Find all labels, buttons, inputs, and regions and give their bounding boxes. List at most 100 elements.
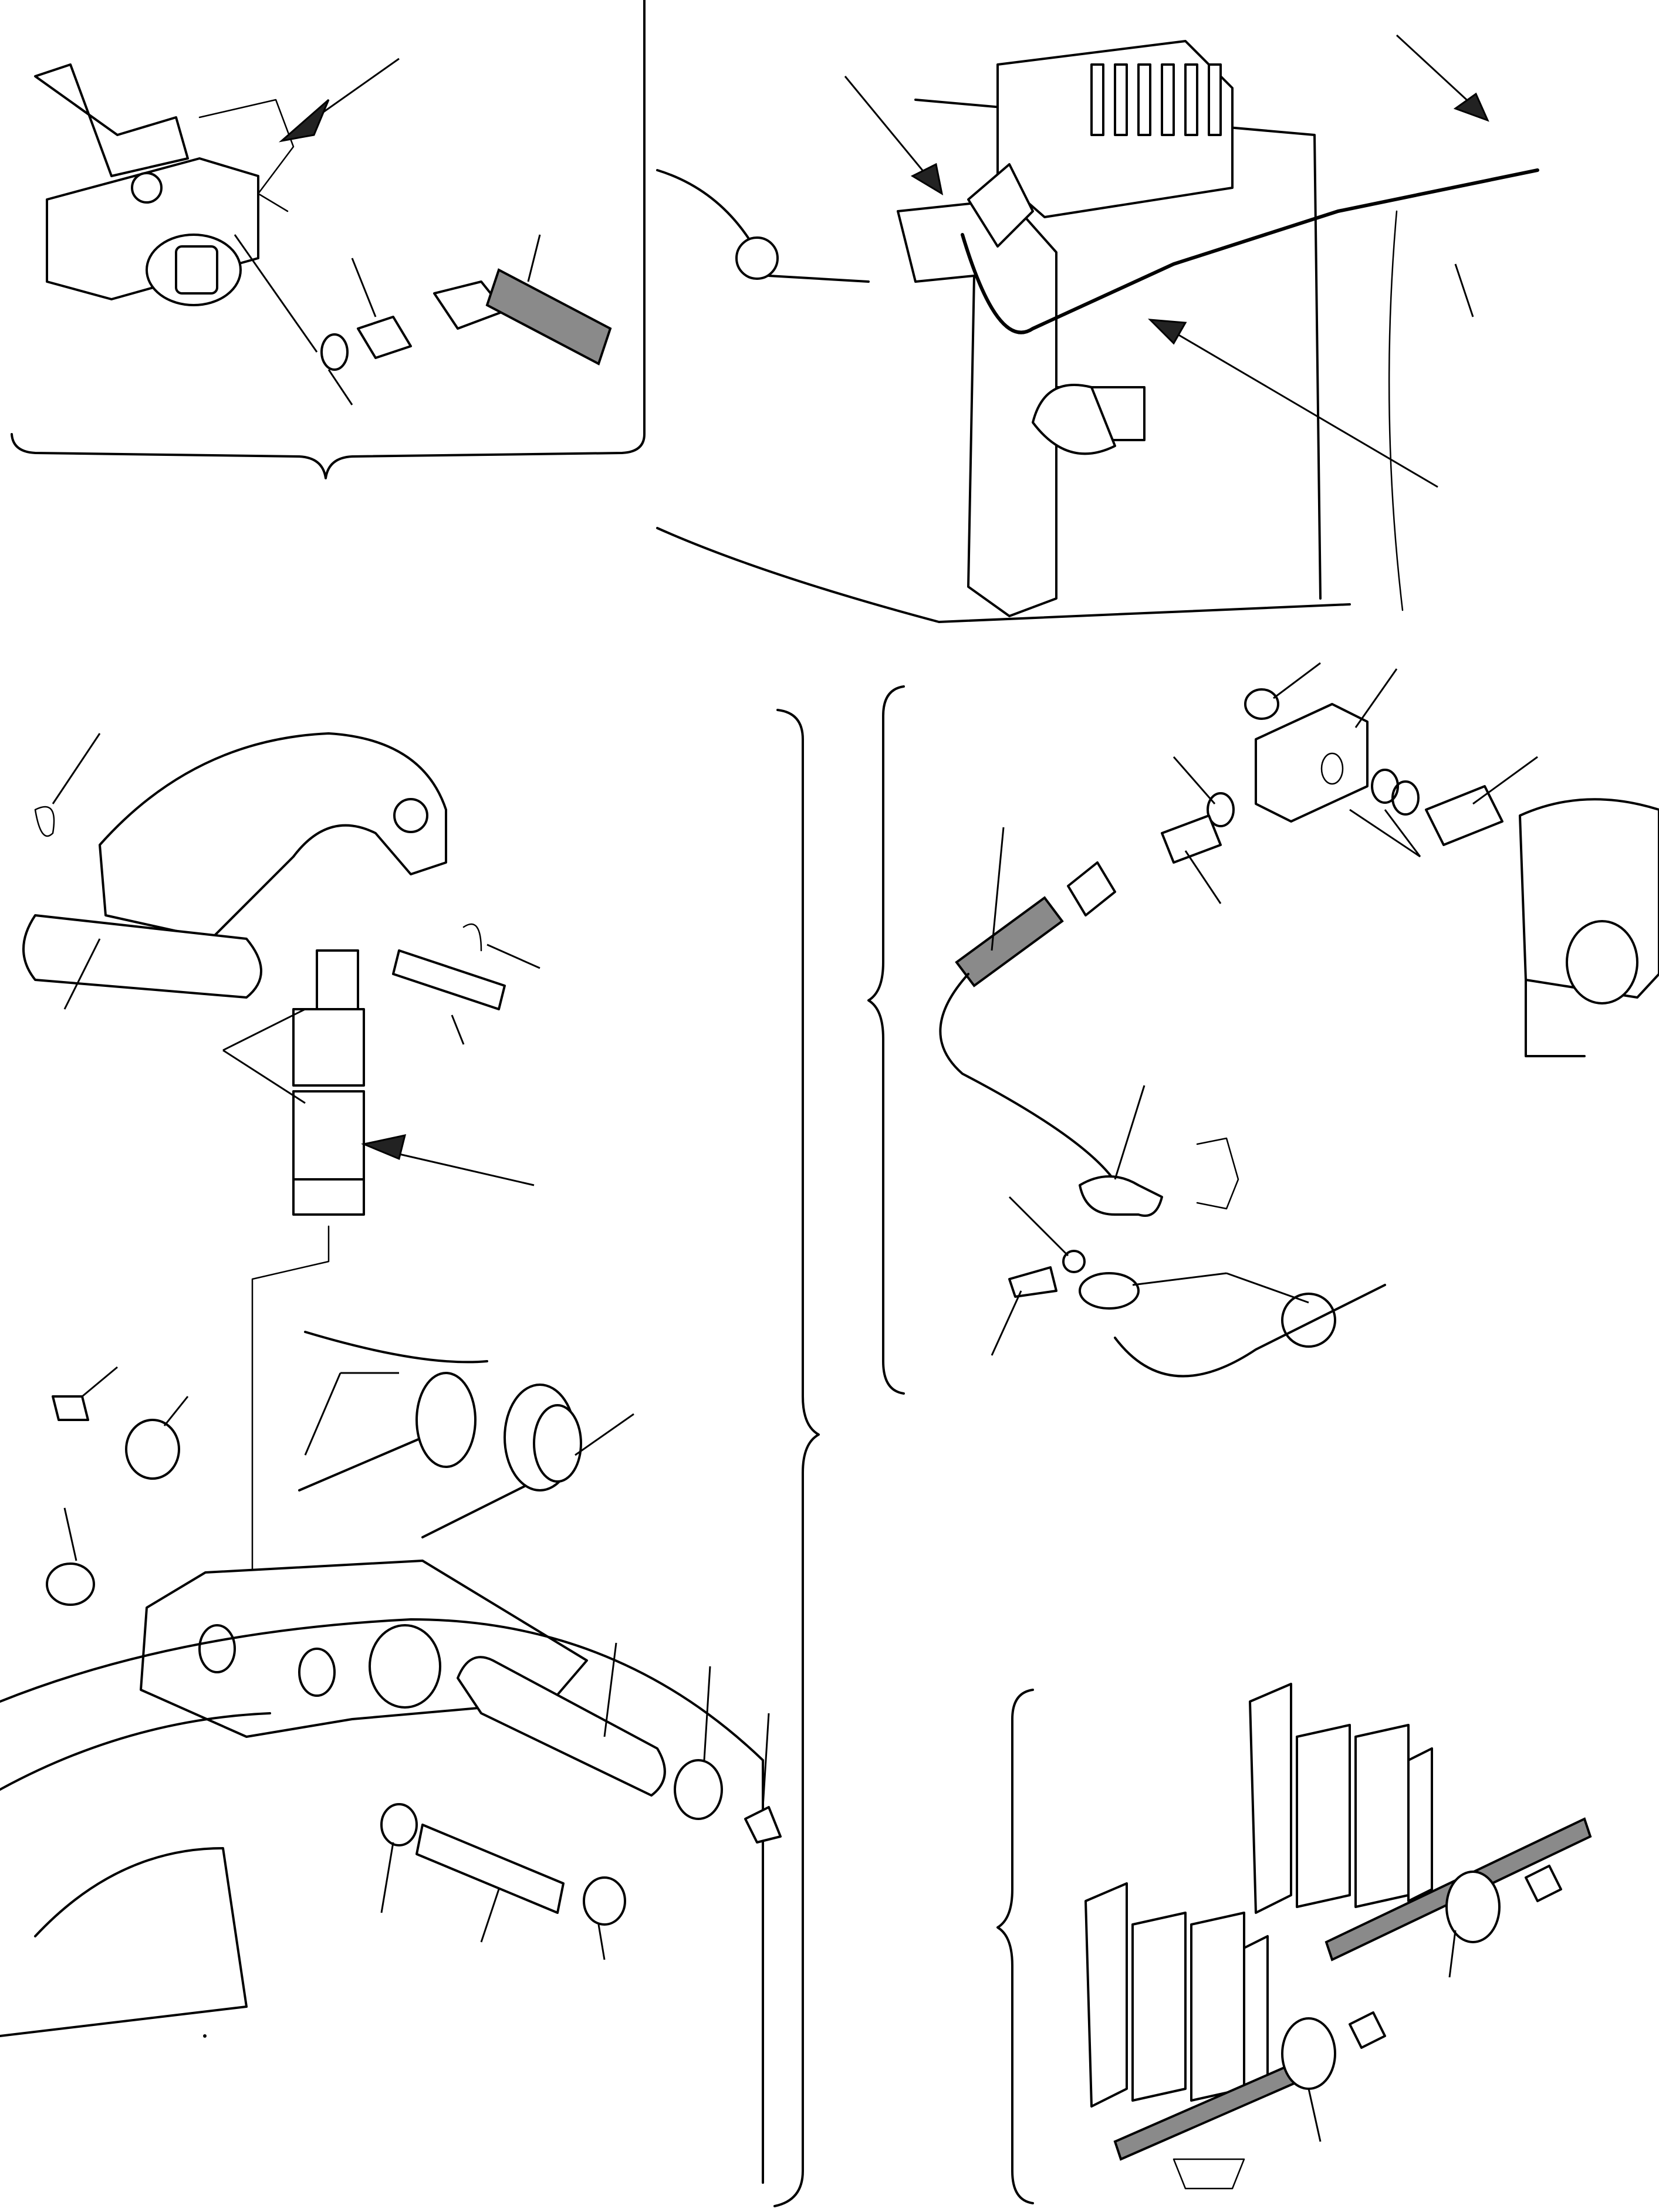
block-port — [1320, 752, 1344, 785]
leader-line — [1307, 2088, 1322, 2142]
shaft-upper — [292, 1008, 365, 1087]
hose-clip — [1079, 1272, 1140, 1310]
guide-bracket-front — [1084, 1882, 1128, 2108]
hose-end — [485, 268, 612, 366]
shaft-top — [316, 949, 359, 1010]
leader-line — [304, 1372, 399, 1456]
adapter-fitting — [1161, 814, 1222, 864]
snap-ring — [46, 1562, 95, 1606]
base-fastener — [1173, 2158, 1245, 2190]
rod-bushing — [1281, 2017, 1336, 2090]
leader-line — [527, 234, 541, 282]
snap-ring — [1244, 688, 1279, 720]
leader-line — [1349, 809, 1421, 858]
fitting-threaded — [1425, 785, 1503, 846]
machine-overview-top-right — [656, 34, 1539, 623]
machine-lower-outline — [656, 527, 1351, 623]
hose-route — [961, 168, 1539, 334]
lock-nut — [1349, 2011, 1386, 2049]
hose-line — [939, 973, 1122, 1192]
pivot-pin — [415, 1824, 565, 1914]
leader-line — [486, 943, 540, 969]
guide-plate-edge — [1407, 1747, 1433, 1902]
hose-clip — [1079, 1175, 1163, 1217]
cotter-pin — [34, 806, 55, 837]
snap-ring — [674, 1759, 723, 1820]
spring-arm — [304, 1331, 488, 1364]
guide-bracket-rear — [1249, 1683, 1292, 1914]
rod-bushing — [1445, 1871, 1501, 1943]
lever-pivot — [1032, 384, 1116, 455]
torn-panel-edge — [1388, 210, 1404, 611]
cylinder-outline — [1525, 979, 1586, 1057]
leader-line — [703, 1666, 711, 1761]
brace-hose-panel — [867, 685, 905, 1395]
leader-line — [597, 1924, 606, 1960]
callout-arrow-line — [1396, 34, 1474, 107]
cylinder-eye — [1566, 920, 1638, 1004]
leader-line — [1132, 1272, 1309, 1304]
leader-line — [82, 1366, 118, 1398]
frame-outline — [0, 1712, 271, 1791]
leader-line — [991, 827, 1005, 951]
callout-arrowhead — [1453, 92, 1489, 122]
hose-nut — [1067, 861, 1116, 916]
frame-outline — [0, 1847, 248, 2037]
leader-line — [1472, 756, 1538, 805]
loader-frame — [897, 198, 1057, 617]
grease-nipple — [744, 1806, 782, 1844]
leader-line — [991, 1290, 1022, 1356]
bracket-plate — [34, 63, 189, 177]
guide-assembly-panel — [996, 1683, 1592, 2204]
snap-ring — [125, 1419, 180, 1480]
adapter-fitting — [357, 316, 412, 359]
leader-line — [163, 1396, 189, 1426]
brace-left-column — [773, 709, 820, 2207]
callout-arrow-line — [844, 76, 928, 177]
shaft-clevis — [292, 1178, 365, 1216]
callout-arrowhead — [910, 163, 944, 196]
hose-detail-panel — [867, 662, 1659, 1395]
grease-nipple — [52, 1395, 89, 1421]
callout-arrowhead — [1148, 319, 1187, 345]
port-fitting-face — [175, 245, 218, 295]
valve-spools — [1090, 63, 1222, 136]
brace-top-left — [11, 0, 646, 479]
bracket-hole — [198, 1624, 236, 1673]
leader-line — [1273, 662, 1321, 699]
torsion-spring — [415, 1372, 582, 1491]
detail-panel-top-left — [11, 0, 646, 479]
spring-leg — [298, 1436, 424, 1491]
leader-line — [1173, 756, 1216, 804]
leader-line — [380, 1842, 394, 1913]
leader-line — [327, 369, 353, 405]
boom-pivot — [735, 236, 779, 280]
cotter-pin — [462, 923, 482, 952]
clip-bolt — [1008, 1266, 1057, 1298]
o-ring — [320, 333, 349, 371]
callout-arrowhead — [278, 99, 330, 143]
leader-line — [1008, 1196, 1069, 1257]
guide-plate — [1296, 1724, 1351, 1908]
o-ring — [1371, 769, 1399, 804]
guide-plate-edge — [1243, 1935, 1269, 2090]
shaft-lower — [292, 1090, 365, 1181]
main-pin — [457, 1656, 666, 1797]
guide-plate — [1131, 1912, 1187, 2102]
hose-line — [1114, 1284, 1386, 1378]
guide-plate — [1354, 1724, 1410, 1908]
guide-plate — [1190, 1912, 1245, 2102]
callout-arrowhead — [360, 1134, 407, 1161]
bracket-hole-large — [369, 1624, 441, 1709]
hose-end — [955, 896, 1064, 987]
leader-line — [762, 1713, 770, 1808]
linkage-exploded-view — [0, 709, 820, 2207]
callout-arrow-line — [381, 1149, 535, 1186]
leader-line — [222, 1008, 306, 1104]
cover-pin-hole — [393, 798, 428, 833]
callout-arrow-line — [1167, 327, 1438, 488]
snap-ring — [380, 1803, 418, 1846]
assembly-guide-line — [251, 1225, 330, 1632]
leader-line — [351, 258, 377, 317]
